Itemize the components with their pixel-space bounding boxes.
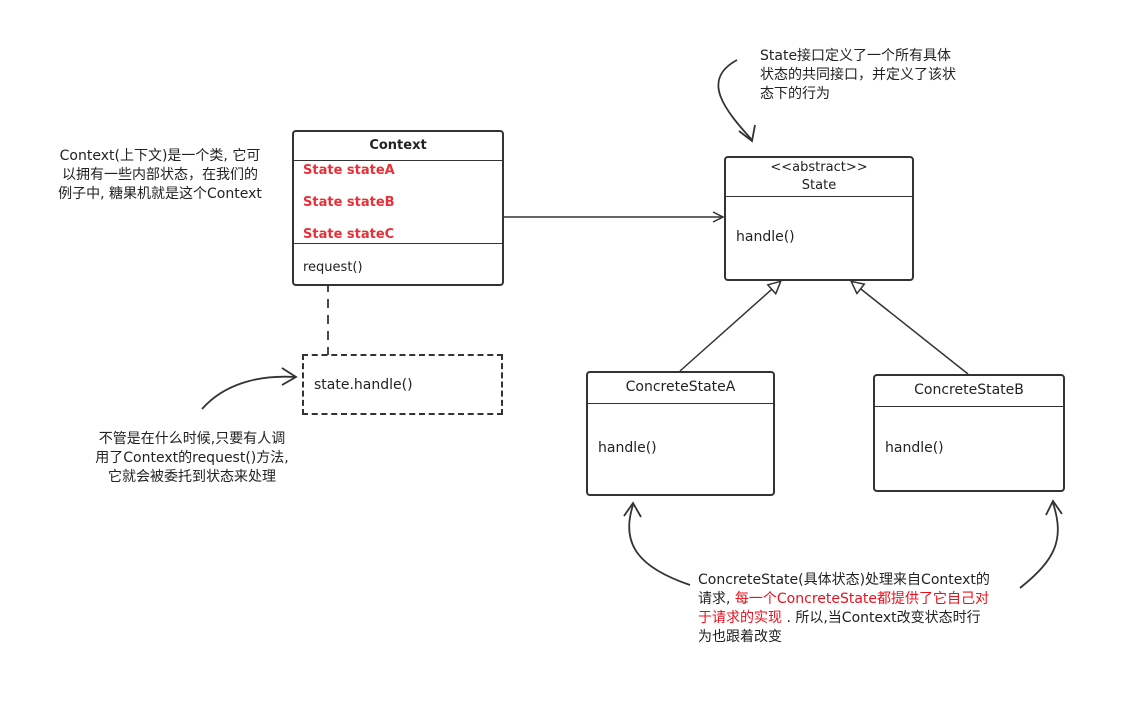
curved-arrow-state-note [717, 59, 753, 141]
request-note: 不管是在什么时候,只要有人调 用了Context的request()方法, 它就… [72, 430, 312, 487]
context-note: Context(上下文)是一个类, 它可 以拥有一些内部状态，在我们的 例子中,… [40, 147, 280, 204]
state-interface: <<abstract>> State handle() [724, 156, 914, 281]
attribute-state-b: State stateB [303, 195, 395, 210]
curved-arrow-state-note-head [738, 124, 756, 143]
context-class: Context State stateA State stateB State … [292, 130, 504, 286]
curved-arrow-concrete-a-head [623, 501, 642, 518]
note-line: 请求, 每一个ConcreteState都提供了它自己对 [698, 590, 1028, 609]
context-method: request() [303, 260, 363, 275]
curved-arrow-request-note-head [281, 367, 298, 386]
attribute-state-c: State stateC [303, 227, 395, 242]
concrete-b-method: handle() [885, 440, 944, 456]
note-line: 状态的共同接口，并定义了该状 [760, 67, 956, 83]
divider [294, 243, 502, 244]
inheritance-arrow-b [852, 282, 969, 375]
divider [875, 406, 1063, 407]
state-method: handle() [736, 229, 795, 245]
note-line: 不管是在什么时候,只要有人调 [98, 431, 286, 447]
note-line: 于请求的实现 . 所以,当Context改变状态时行 [698, 609, 1028, 628]
concrete-a-method: handle() [598, 440, 657, 456]
curved-arrow-request-note [201, 375, 296, 410]
note-line: State接口定义了一个所有具体 [760, 48, 952, 64]
note-line: Context(上下文)是一个类, 它可 [59, 148, 261, 164]
delegation-box: state.handle() [302, 354, 503, 415]
note-highlight: 每一个ConcreteState都提供了它自己对 [734, 591, 990, 607]
note-highlight: 于请求的实现 [698, 610, 782, 626]
state-title: State [801, 178, 837, 193]
note-line: 用了Context的request()方法, [95, 450, 289, 466]
note-line: 例子中, 糖果机就是这个Context [58, 186, 262, 202]
concrete-state-a: ConcreteStateA handle() [586, 371, 775, 496]
note-line: ConcreteState(具体状态)处理来自Context的 [698, 572, 990, 588]
inheritance-arrow-a [679, 282, 780, 372]
concrete-b-title: ConcreteStateB [914, 382, 1024, 398]
note-text: . 所以,当Context改变状态时行 [786, 610, 981, 626]
curved-arrow-concrete-b-head [1045, 499, 1063, 516]
curved-arrow-concrete-a [628, 504, 691, 586]
note-line: 它就会被委托到状态来处理 [108, 469, 276, 485]
note-line: 以拥有一些内部状态，在我们的 [62, 167, 258, 183]
divider [726, 196, 912, 197]
attribute-state-a: State stateA [303, 163, 395, 178]
concrete-state-b: ConcreteStateB handle() [873, 374, 1065, 492]
state-stereotype: <<abstract>> [770, 160, 868, 175]
note-text: 请求, [698, 591, 731, 607]
concrete-note: ConcreteState(具体状态)处理来自Context的 请求, 每一个C… [698, 571, 1028, 647]
divider [294, 160, 502, 161]
delegation-text: state.handle() [314, 377, 413, 393]
concrete-a-title: ConcreteStateA [625, 379, 736, 395]
divider [588, 403, 773, 404]
context-title: Context [369, 138, 427, 153]
state-note: State接口定义了一个所有具体 状态的共同接口，并定义了该状 态下的行为 [760, 47, 990, 104]
note-line: 态下的行为 [760, 86, 830, 102]
note-line: 为也跟着改变 [698, 629, 782, 645]
curved-arrow-concrete-b [1019, 502, 1059, 589]
